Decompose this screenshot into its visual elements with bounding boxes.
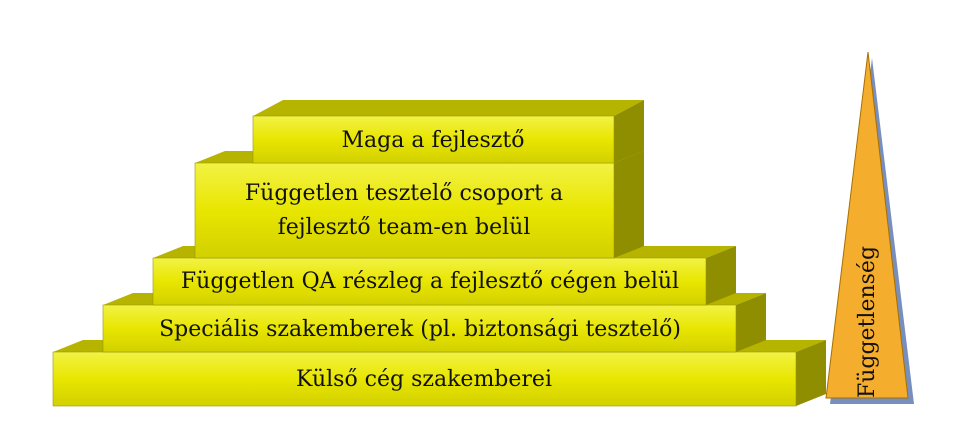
pyramid-level-2: Független tesztelő csoport a fejlesztő t… <box>194 151 644 259</box>
level-2-label-line-2: fejlesztő team-en belül <box>278 215 531 240</box>
level-4-label: Speciális szakemberek (pl. biztonsági te… <box>159 317 681 342</box>
level-5-label: Külső cég szakemberei <box>296 367 552 392</box>
independence-label: Függetlenség <box>855 246 880 398</box>
independence-triangle: Függetlenség <box>825 51 914 404</box>
level-1-label: Maga a fejlesztő <box>342 128 525 153</box>
level-2-label-line-1: Független tesztelő csoport a <box>245 181 563 206</box>
level-3-label: Független QA részleg a fejlesztő cégen b… <box>181 269 679 294</box>
pyramid-level-1: Maga a fejlesztő <box>252 100 644 164</box>
